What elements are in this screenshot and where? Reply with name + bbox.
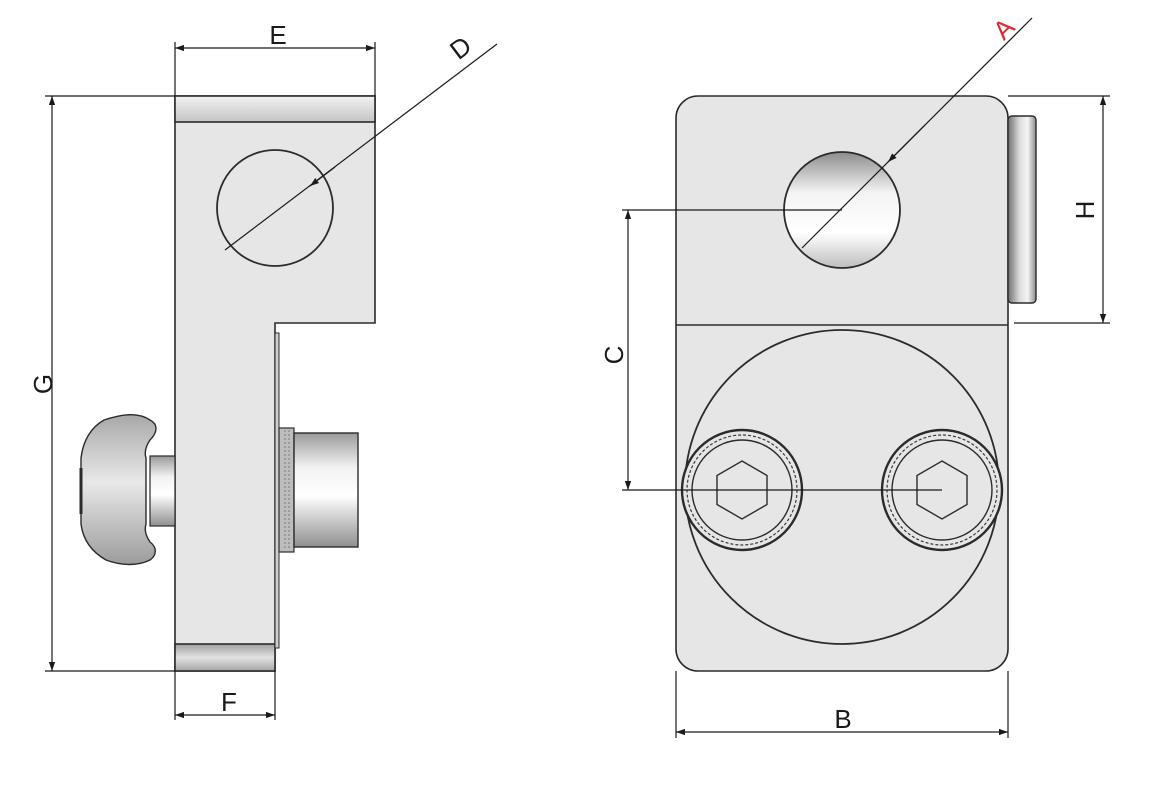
label-D: D	[444, 30, 477, 65]
side-view-top-strip	[174, 95, 376, 123]
front-view	[675, 95, 1037, 672]
side-view-knob	[80, 414, 157, 566]
front-view-side-edge	[1007, 115, 1037, 304]
label-H: H	[1070, 201, 1100, 220]
side-view-collar	[278, 427, 295, 553]
label-G: G	[28, 374, 58, 394]
side-view-bore	[216, 149, 334, 267]
side-view-knob-shaft	[149, 455, 176, 527]
label-E: E	[269, 20, 286, 50]
side-view	[79, 95, 376, 672]
side-view-dimensions	[45, 42, 498, 720]
label-B: B	[834, 704, 851, 734]
side-view-plate-edge	[274, 332, 280, 649]
label-C: C	[599, 346, 629, 365]
front-view-dimensions	[622, 17, 1110, 738]
label-A: A	[987, 11, 1021, 45]
label-F: F	[221, 687, 237, 717]
side-view-bottom-strip	[174, 643, 276, 672]
side-view-cylinder	[293, 432, 359, 548]
